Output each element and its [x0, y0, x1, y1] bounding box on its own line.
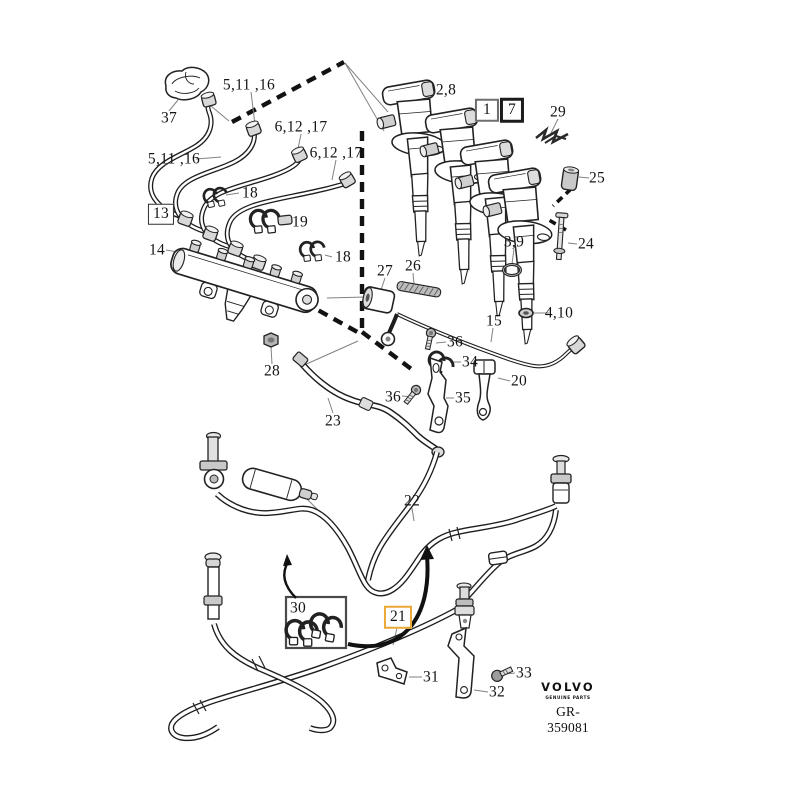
damper-part — [241, 467, 318, 502]
part-label-5-11-16-top[interactable]: 5,11 ,16 — [222, 76, 276, 94]
part-label-26[interactable]: 26 — [404, 257, 422, 275]
stud-part-24 — [553, 212, 569, 261]
nut-part-28 — [263, 332, 279, 348]
part-label-3-9[interactable]: 3,9 — [503, 233, 525, 251]
bracket-part-31 — [376, 657, 408, 685]
bracket-part-20 — [473, 359, 496, 421]
o-ring-3-9 — [502, 263, 522, 277]
injection-pipes — [148, 90, 357, 272]
part-label-34[interactable]: 34 — [461, 353, 479, 371]
drawing-number: GR-359081 — [547, 704, 589, 735]
part-label-33[interactable]: 33 — [515, 664, 533, 682]
part-label-29[interactable]: 29 — [549, 103, 567, 121]
fuel-hose-assembly — [168, 431, 572, 742]
part-label-37[interactable]: 37 — [160, 109, 178, 127]
part-label-7-boxed[interactable]: 7 — [499, 97, 525, 123]
part-label-28[interactable]: 28 — [263, 362, 281, 380]
part-label-4-10[interactable]: 4,10 — [544, 304, 574, 322]
part-label-23[interactable]: 23 — [324, 412, 342, 430]
part-label-22[interactable]: 22 — [403, 492, 421, 510]
hose-23 — [292, 351, 445, 458]
quick-connect-fitting — [550, 454, 572, 504]
washer-4-10 — [518, 307, 534, 319]
part-label-2-8[interactable]: 2,8 — [435, 81, 457, 99]
cap-part-37 — [164, 66, 210, 101]
part-label-19[interactable]: 19 — [291, 213, 309, 231]
part-label-15[interactable]: 15 — [485, 312, 503, 330]
part-label-6-12-17-b[interactable]: 6,12 ,17 — [309, 144, 363, 162]
pipe-clips — [201, 184, 328, 265]
part-label-36-b[interactable]: 36 — [384, 388, 402, 406]
cap-part-25 — [560, 166, 580, 192]
part-label-30[interactable]: 30 — [289, 599, 307, 617]
volvo-wordmark: VOLVO — [541, 680, 595, 694]
hose-clamp — [487, 550, 509, 566]
clip-detail-box — [283, 545, 434, 650]
part-label-25[interactable]: 25 — [588, 169, 606, 187]
retainer-clip-29 — [535, 126, 569, 145]
part-label-6-12-17-a[interactable]: 6,12 ,17 — [274, 118, 328, 136]
part-label-27[interactable]: 27 — [376, 262, 394, 280]
part-label-35[interactable]: 35 — [454, 389, 472, 407]
screw-part-33 — [491, 666, 514, 682]
bolt-36-upper — [422, 326, 438, 351]
part-label-36-a[interactable]: 36 — [446, 333, 464, 351]
part-label-18-b[interactable]: 18 — [334, 248, 352, 266]
banjo-fitting — [199, 431, 228, 490]
part-label-32[interactable]: 32 — [488, 683, 506, 701]
part-label-18-a[interactable]: 18 — [241, 184, 259, 202]
brand-block: VOLVO GENUINE PARTS GR-359081 — [538, 680, 598, 736]
part-label-5-11-16-left[interactable]: 5,11 ,16 — [147, 150, 201, 168]
vent-tube — [203, 552, 223, 620]
part-label-24[interactable]: 24 — [577, 235, 595, 253]
bracket-part-35 — [427, 356, 449, 434]
return-pipe-15 — [380, 312, 587, 369]
part-label-1-boxed[interactable]: 1 — [474, 98, 500, 122]
screw-part-26 — [396, 281, 442, 298]
volvo-tagline: GENUINE PARTS — [545, 695, 591, 700]
part-label-31[interactable]: 31 — [422, 668, 440, 686]
bracket-part-32 — [447, 626, 475, 699]
part-label-13-boxed[interactable]: 13 — [147, 203, 175, 225]
fuel-rail — [170, 239, 319, 348]
part-label-21-highlighted[interactable]: 21 — [383, 605, 413, 629]
bolt-36-lower — [401, 382, 424, 407]
part-label-20[interactable]: 20 — [510, 372, 528, 390]
t-valve-fitting — [454, 582, 475, 629]
spacer-part-27 — [361, 286, 396, 314]
part-label-14[interactable]: 14 — [148, 241, 166, 259]
